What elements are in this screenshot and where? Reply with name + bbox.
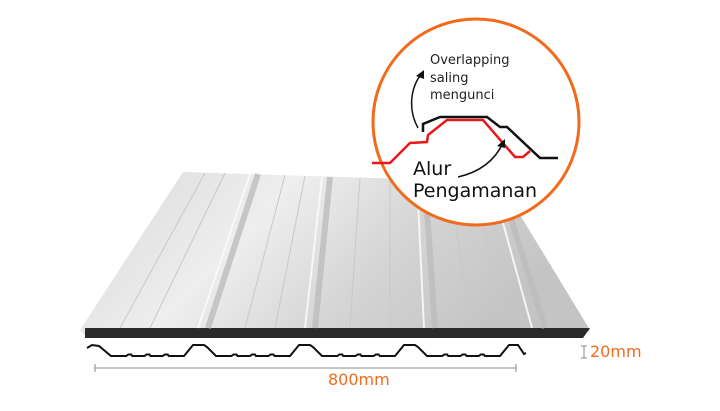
groove-label: Alur Pengamanan: [413, 158, 537, 202]
groove-arrow: [457, 142, 504, 178]
height-dimension-label: 20mm: [590, 342, 642, 361]
overlap-label-line2: saling: [430, 70, 469, 86]
overlap-label: Overlapping saling mengunci: [430, 52, 509, 105]
groove-label-line2: Pengamanan: [413, 180, 538, 202]
overlap-label-line1: Overlapping: [430, 53, 510, 68]
detail-inset: [371, 17, 581, 227]
groove-label-line1: Alur: [413, 158, 452, 180]
red-profile: [372, 118, 531, 165]
width-dimension-label: 800mm: [328, 370, 390, 389]
height-dimension-marker: [581, 345, 587, 359]
black-profile: [421, 115, 558, 160]
overlap-label-line3: mengunci: [430, 88, 495, 103]
groove-arrow-head: [497, 139, 505, 148]
overlap-arrow-head: [416, 70, 424, 79]
profile-section: [86, 343, 527, 357]
width-dimension-line: [94, 364, 517, 372]
